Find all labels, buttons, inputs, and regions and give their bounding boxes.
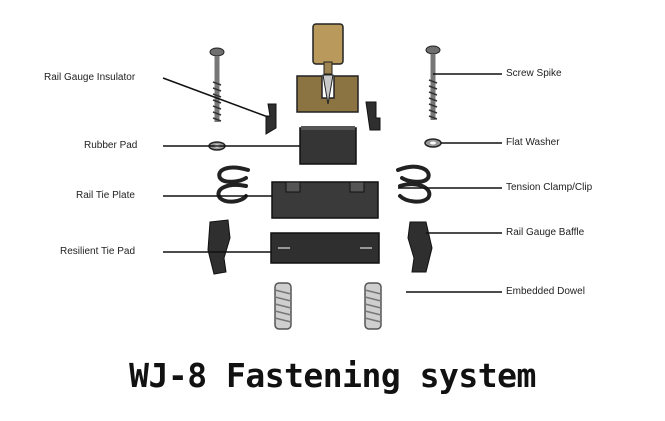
flat-washer-right <box>424 138 442 148</box>
rubber-pad <box>299 126 357 165</box>
embedded-dowel-left <box>274 282 292 330</box>
label-rail-gauge-insulator: Rail Gauge Insulator <box>44 72 136 83</box>
label-rubber-pad: Rubber Pad <box>84 140 138 151</box>
leader-rail-gauge-insulator <box>162 77 269 118</box>
label-embedded-dowel: Embedded Dowel <box>506 286 585 297</box>
tension-clamp-right <box>396 164 432 204</box>
rail-gauge-baffle-right <box>407 221 433 273</box>
label-rail-gauge-baffle: Rail Gauge Baffle <box>506 227 585 238</box>
screw-spike-left <box>209 47 225 122</box>
rail-gauge-insulator-left <box>265 103 277 135</box>
label-rail-tie-plate: Rail Tie Plate <box>76 190 135 201</box>
embedded-dowel-right <box>364 282 382 330</box>
tension-clamp-left <box>216 165 250 204</box>
label-resilient-tie-pad: Resilient Tie Pad <box>60 246 136 257</box>
rail-tie-plate <box>271 181 379 219</box>
rail-section <box>296 23 359 113</box>
diagram-title: WJ-8 Fastening system <box>129 356 536 395</box>
label-tension-clamp-clip: Tension Clamp/Clip <box>506 182 593 193</box>
rail-gauge-baffle-left <box>207 219 231 275</box>
rail-gauge-insulator-right <box>365 101 381 131</box>
label-screw-spike: Screw Spike <box>506 68 562 79</box>
resilient-tie-pad <box>270 232 380 264</box>
label-flat-washer: Flat Washer <box>506 137 560 148</box>
screw-spike-right <box>425 45 441 120</box>
leader-lines <box>162 73 502 293</box>
